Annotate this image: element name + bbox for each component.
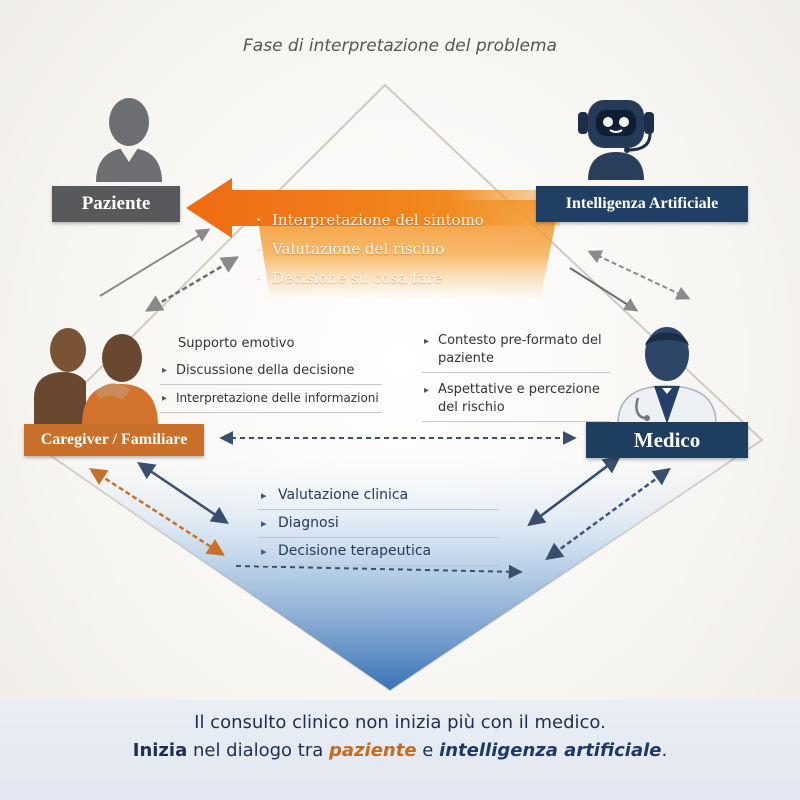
patient-tasks-list: Interpretazione del sintomo Valutazione … <box>252 206 552 293</box>
footer-text: . <box>661 740 668 761</box>
list-item: Supporto emotivo <box>178 336 295 351</box>
footer-text: e <box>416 740 440 761</box>
list-item: Valutazione del rischio <box>252 235 552 264</box>
clinical-items-list: Valutazione clinica Diagnosi Decisione t… <box>258 482 498 566</box>
list-item: Interpretazione delle informazioni <box>160 385 382 413</box>
robot-icon <box>578 100 654 180</box>
doctor-icon <box>617 327 717 424</box>
footer-line2: Inizia nel dialogo tra paziente e intell… <box>0 740 800 761</box>
ai-label: Intelligenza Artificiale <box>536 186 748 222</box>
footer-band <box>0 700 800 800</box>
footer-emphasis-ai: intelligenza artificiale <box>439 740 662 761</box>
paziente-label: Paziente <box>52 186 180 222</box>
patient-icon <box>96 98 162 182</box>
caregiver-items-list: Supporto emotivo Discussione della decis… <box>160 330 382 413</box>
footer-emphasis-inizia: Inizia <box>132 740 188 761</box>
list-item: Interpretazione del sintomo <box>252 206 552 235</box>
caregiver-icon <box>34 328 158 426</box>
footer-text: nel dialogo tra <box>187 740 330 761</box>
list-item: Decisione terapeutica <box>258 538 498 566</box>
diagram-title: Fase di interpretazione del problema <box>243 36 557 56</box>
list-item: Valutazione clinica <box>258 482 498 510</box>
medico-label: Medico <box>586 422 748 458</box>
medico-items-list: Contesto pre-formato del paziente Aspett… <box>422 330 610 428</box>
list-item: Decisione su cosa fare <box>252 264 552 293</box>
list-item: Discussione della decisione <box>160 357 382 385</box>
footer-emphasis-paziente: paziente <box>329 740 417 761</box>
footer-line1: Il consulto clinico non inizia più con i… <box>194 712 606 733</box>
list-item: Contesto pre-formato del paziente <box>422 330 610 373</box>
caregiver-label: Caregiver / Familiare <box>24 424 204 456</box>
list-item: Aspettative e percezione del rischio <box>422 379 610 422</box>
list-item: Diagnosi <box>258 510 498 538</box>
